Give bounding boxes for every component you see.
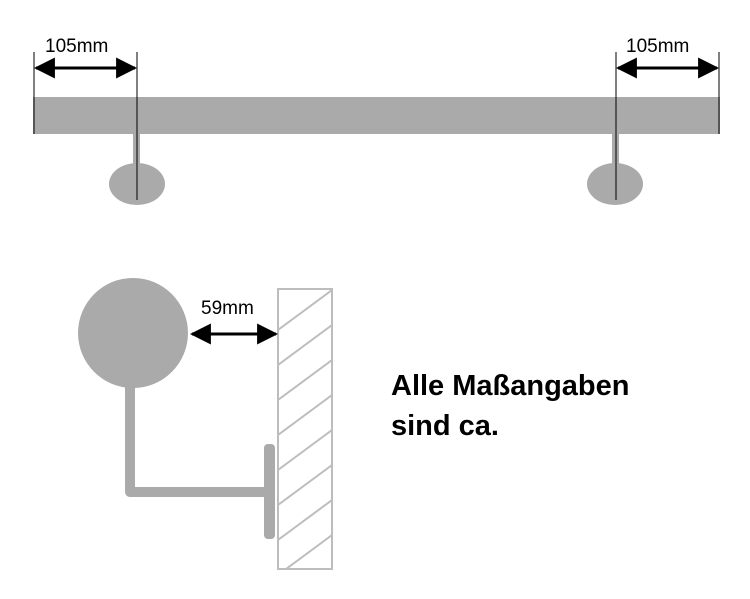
side-view: 59mm [78,278,333,570]
note-line-2: sind ca. [391,410,499,442]
wall-hatching [278,289,332,569]
bracket-right [587,134,643,205]
bracket-arm [125,383,273,497]
note-line-1: Alle Maßangaben [391,370,630,402]
handrail-cross-section [78,278,188,388]
wall-mount-plate [264,444,275,539]
dimension-label-left: 105mm [45,36,108,57]
dimension-label-right: 105mm [626,36,689,57]
handrail-bar [33,97,720,134]
dimension-label-gap: 59mm [201,298,254,319]
approximation-note: Alle Maßangaben sind ca. [391,366,731,446]
wall-section [277,288,333,570]
top-view: 105mm 105mm [33,36,720,205]
wall-outline [277,288,333,570]
bracket-right-base [587,163,643,205]
